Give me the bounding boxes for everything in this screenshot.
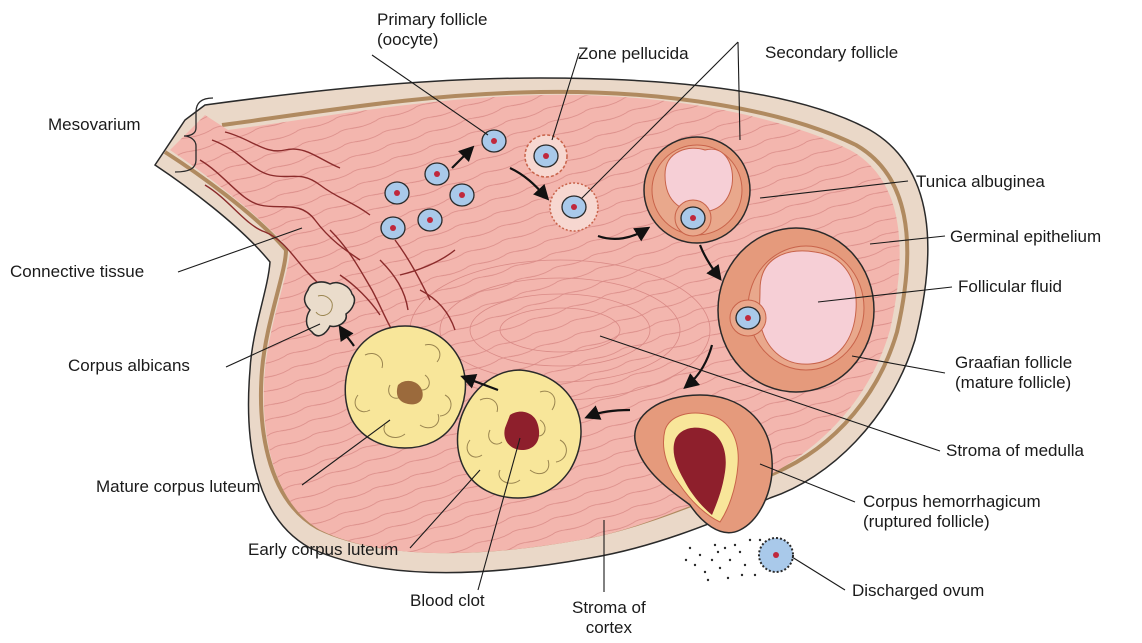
label-zone-pellucida: Zone pellucida	[578, 44, 689, 64]
label-mesovarium: Mesovarium	[48, 115, 141, 135]
label-mature-corpus-luteum: Mature corpus luteum	[96, 477, 260, 497]
label-stroma-of-medulla: Stroma of medulla	[946, 441, 1084, 461]
label-blood-clot: Blood clot	[410, 591, 485, 611]
mature-corpus-luteum	[345, 326, 465, 448]
graafian-follicle	[718, 228, 874, 392]
label-connective-tissue: Connective tissue	[10, 262, 144, 282]
label-stroma-of-cortex: Stroma of cortex	[572, 598, 646, 638]
cell-granules	[685, 539, 761, 581]
label-discharged-ovum: Discharged ovum	[852, 581, 984, 601]
label-follicular-fluid: Follicular fluid	[958, 277, 1062, 297]
secondary-follicle	[644, 137, 750, 243]
label-corpus-albicans: Corpus albicans	[68, 356, 190, 376]
discharged-ovum	[759, 538, 793, 572]
label-germinal-epithelium: Germinal epithelium	[950, 227, 1101, 247]
label-corpus-hemorrhagicum: Corpus hemorrhagicum (ruptured follicle)	[863, 492, 1041, 532]
label-tunica-albuginea: Tunica albuginea	[916, 172, 1045, 192]
zona-follicle-1	[525, 135, 567, 177]
zona-follicle-2	[550, 183, 598, 231]
label-early-corpus-luteum: Early corpus luteum	[248, 540, 398, 560]
label-secondary-follicle: Secondary follicle	[765, 43, 898, 63]
label-graafian-follicle: Graafian follicle (mature follicle)	[955, 353, 1072, 393]
label-primary-follicle: Primary follicle (oocyte)	[377, 10, 488, 50]
